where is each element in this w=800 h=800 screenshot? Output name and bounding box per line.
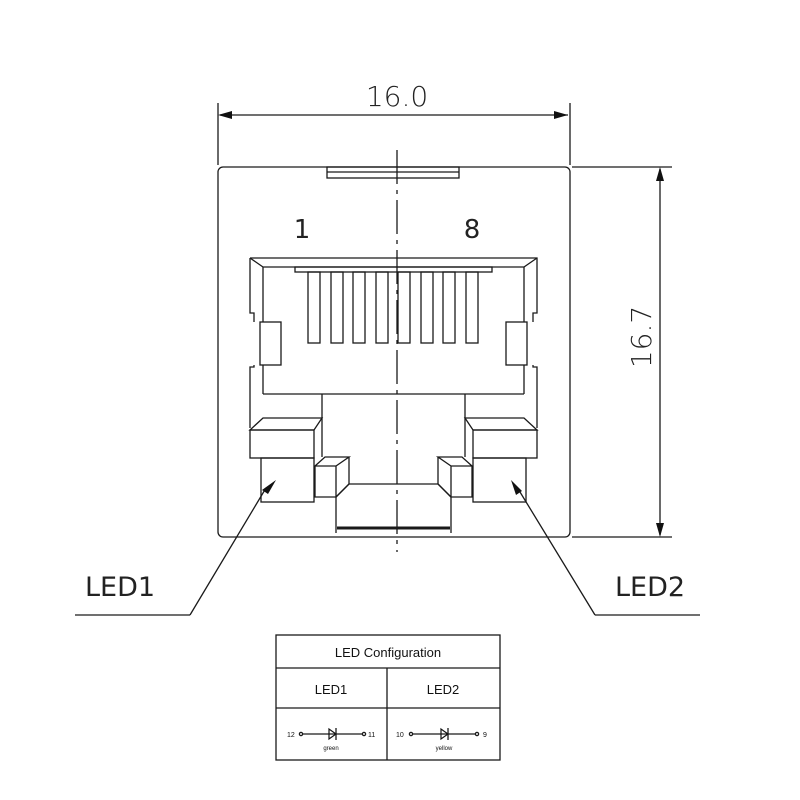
pin-8-label: 8	[464, 215, 481, 245]
led1-callout-label: LED1	[85, 572, 155, 603]
led2-color: yellow	[436, 746, 453, 752]
led1-pin-right: 11	[368, 732, 375, 739]
pin	[397, 271, 411, 344]
led1-color: green	[323, 746, 338, 752]
height-label: 16.7	[625, 306, 658, 368]
led1-diode-symbol: 12 11 green	[287, 727, 375, 752]
led2-callout-label: LED2	[615, 572, 685, 603]
pin-1-label: 1	[294, 215, 311, 245]
pin	[375, 271, 389, 344]
led1-callout: LED1	[75, 480, 276, 616]
pin	[307, 271, 321, 344]
led2-window	[472, 457, 527, 503]
contact-pins	[307, 271, 479, 344]
led-configuration-table: LED Configuration LED1 LED2 12 11 green …	[275, 634, 501, 761]
table-title: LED Configuration	[335, 645, 441, 660]
width-label: 16.0	[366, 80, 428, 113]
led2-pin-left: 10	[396, 732, 404, 739]
pin	[330, 271, 344, 344]
port-opening	[248, 257, 539, 533]
led2-diode-symbol: 10 9 yellow	[396, 727, 487, 752]
led1-header: LED1	[315, 682, 348, 697]
pin	[420, 271, 434, 344]
width-dimension: 16.0	[217, 80, 571, 165]
height-dimension: 16.7	[572, 166, 672, 538]
pin	[352, 271, 366, 344]
pin	[442, 271, 456, 344]
connector-body	[217, 166, 571, 538]
led1-window	[260, 457, 315, 503]
led2-pin-right: 9	[483, 732, 487, 739]
led2-callout: LED2	[511, 480, 700, 616]
pin	[465, 271, 479, 344]
led2-header: LED2	[427, 682, 460, 697]
led1-pin-left: 12	[287, 732, 295, 739]
